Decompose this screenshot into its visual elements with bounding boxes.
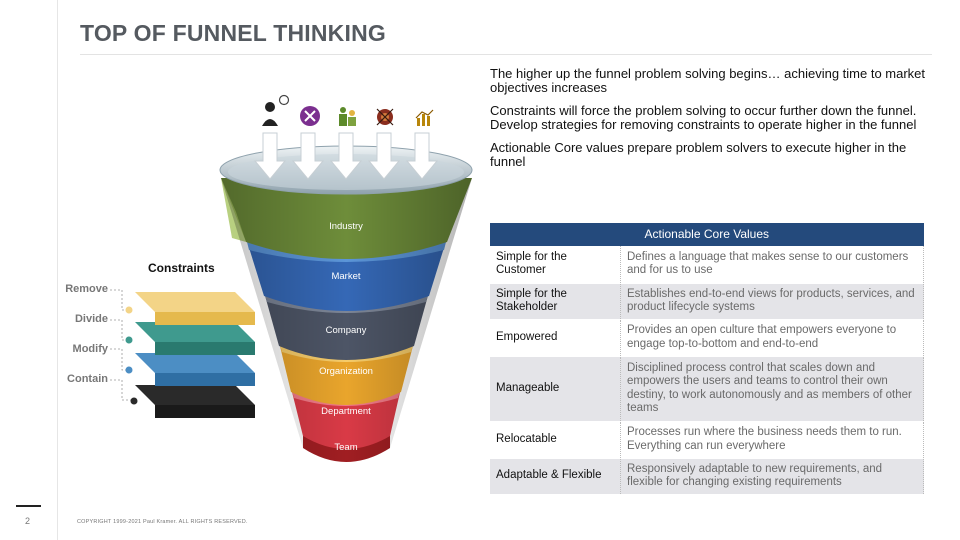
key-points: The higher up the funnel problem solving… bbox=[490, 67, 930, 178]
funnel-label-market: Market bbox=[331, 271, 360, 282]
connector-dot-contain bbox=[130, 397, 138, 405]
value-name: Adaptable & Flexible bbox=[490, 458, 621, 495]
value-name: Simple for the Stakeholder bbox=[490, 283, 621, 320]
shield-icon bbox=[376, 108, 394, 126]
value-description: Responsively adaptable to new requiremen… bbox=[620, 458, 924, 495]
funnel-label-industry: Industry bbox=[329, 221, 363, 232]
value-description: Provides an open culture that empowers e… bbox=[620, 319, 924, 357]
constraint-connectors bbox=[110, 289, 133, 401]
value-description: Processes run where the business needs t… bbox=[620, 421, 924, 459]
core-values-header: Actionable Core Values bbox=[490, 223, 924, 246]
table-row: Simple for the Customer Defines a langua… bbox=[490, 246, 924, 284]
constraint-layer-modify bbox=[135, 353, 255, 386]
team-icon bbox=[339, 107, 356, 126]
value-name: Manageable bbox=[490, 356, 621, 422]
connector-dot-divide bbox=[125, 336, 133, 344]
key-point-3: Actionable Core values prepare problem s… bbox=[490, 140, 907, 169]
constraint-label-modify: Modify bbox=[72, 343, 108, 355]
value-description: Disciplined process control that scales … bbox=[620, 356, 924, 422]
left-margin-rule bbox=[57, 0, 58, 540]
title-divider bbox=[80, 54, 932, 55]
key-point-1: The higher up the funnel problem solving… bbox=[490, 66, 926, 95]
constraint-layer-divide bbox=[135, 322, 255, 355]
constraint-layer-remove bbox=[135, 292, 255, 325]
inflow-arrow-1 bbox=[253, 132, 287, 180]
funnel-label-company: Company bbox=[326, 325, 367, 336]
constraint-layer-contain bbox=[135, 385, 255, 418]
table-row: Simple for the Stakeholder Establishes e… bbox=[490, 283, 924, 320]
connector-dot-modify bbox=[125, 366, 133, 374]
funnel-label-department: Department bbox=[321, 406, 371, 417]
page-number: 2 bbox=[25, 516, 31, 526]
bar-chart-icon bbox=[415, 109, 434, 126]
constraint-stack bbox=[135, 292, 255, 418]
constraint-label-remove: Remove bbox=[65, 283, 108, 295]
copyright-notice: COPYRIGHT 1999-2021 Paul Kramer. ALL RIG… bbox=[77, 519, 248, 525]
person-idea-icon bbox=[262, 94, 290, 126]
value-name: Empowered bbox=[490, 319, 621, 357]
inflow-arrow-5 bbox=[405, 132, 439, 180]
funnel-label-team: Team bbox=[334, 442, 357, 453]
tools-icon bbox=[300, 106, 320, 126]
page-marker bbox=[16, 505, 41, 507]
connector-dot-remove bbox=[125, 306, 133, 314]
core-values-table: Actionable Core Values Simple for the Cu… bbox=[490, 223, 924, 495]
constraint-label-divide: Divide bbox=[74, 313, 108, 325]
constraint-label-contain: Contain bbox=[67, 373, 108, 385]
value-name: Relocatable bbox=[490, 421, 621, 459]
table-row: Manageable Disciplined process control t… bbox=[490, 356, 924, 422]
inflow-arrow-4 bbox=[367, 132, 401, 180]
inflow-arrows bbox=[253, 132, 439, 180]
inflow-arrow-2 bbox=[291, 132, 325, 180]
table-row: Empowered Provides an open culture that … bbox=[490, 319, 924, 357]
value-name: Simple for the Customer bbox=[490, 246, 621, 284]
table-row: Relocatable Processes run where the busi… bbox=[490, 421, 924, 459]
key-point-2: Constraints will force the problem solvi… bbox=[490, 103, 917, 132]
funnel-label-organization: Organization bbox=[319, 366, 373, 377]
page-title: TOP OF FUNNEL THINKING bbox=[80, 20, 386, 46]
inflow-arrow-3 bbox=[329, 132, 363, 180]
value-description: Establishes end-to-end views for product… bbox=[620, 283, 924, 320]
value-description: Defines a language that makes sense to o… bbox=[620, 246, 924, 284]
constraints-title: Constraints bbox=[148, 261, 215, 275]
table-row: Adaptable & Flexible Responsively adapta… bbox=[490, 458, 924, 495]
